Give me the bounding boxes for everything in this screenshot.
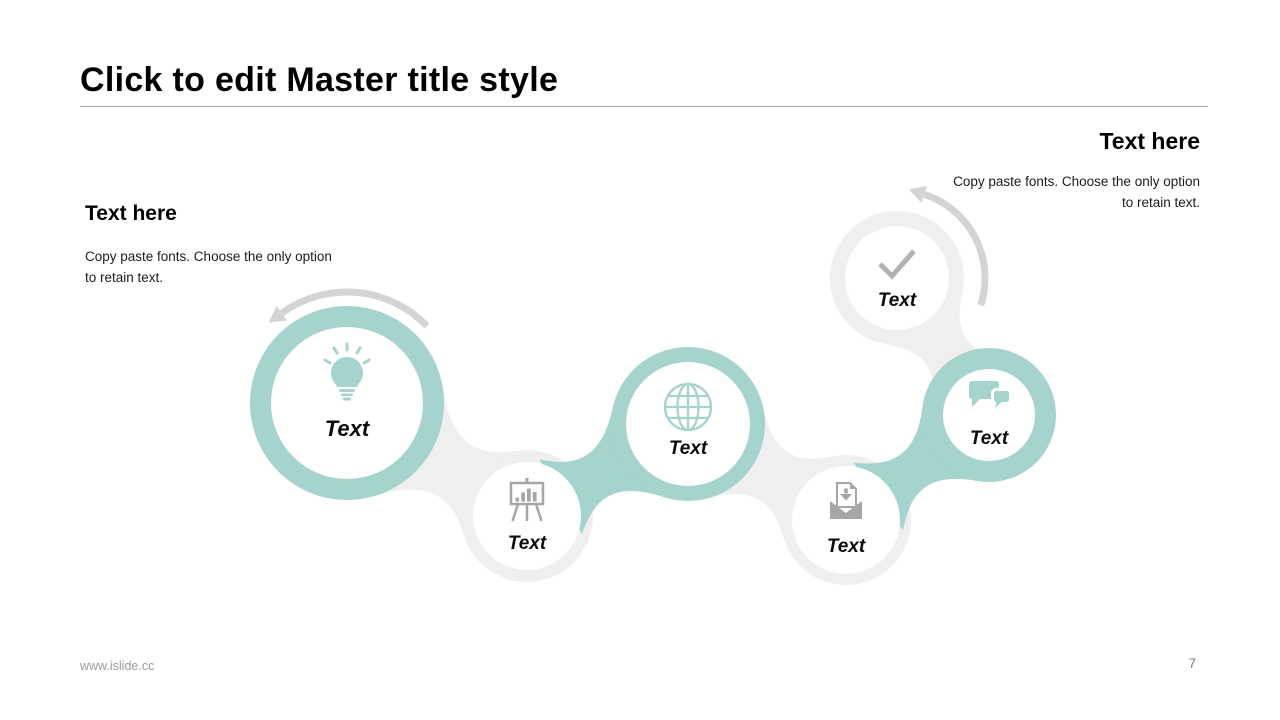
globe-icon	[663, 382, 713, 432]
node-label[interactable]: Text	[324, 416, 370, 441]
textblock-left-body-line2: to retain text.	[85, 270, 164, 286]
textblock-left[interactable]: Text here Copy paste fonts. Choose the o…	[85, 202, 385, 289]
node-inner-disc[interactable]	[271, 327, 423, 479]
presentation-chart-icon	[509, 478, 545, 522]
node-ring-teal[interactable]	[922, 348, 1056, 482]
title-divider-line	[80, 106, 1208, 107]
node-ring-gray[interactable]	[781, 455, 911, 585]
node-label[interactable]: Text	[877, 290, 917, 311]
connector-blob-teal	[539, 407, 664, 535]
textblock-right-body-line2: to retain text.	[1121, 195, 1200, 211]
open-envelope-icon	[830, 482, 862, 519]
node-ring-teal[interactable]	[611, 347, 765, 501]
lightbulb-icon	[323, 342, 371, 401]
node-label[interactable]: Text	[826, 536, 866, 557]
node-label[interactable]: Text	[668, 438, 708, 459]
node-inner-disc[interactable]	[845, 226, 949, 330]
chat-bubbles-icon	[969, 381, 1012, 411]
node-ring-teal[interactable]	[250, 306, 444, 500]
connector-blob-gray	[708, 408, 833, 538]
node-label[interactable]: Text	[507, 533, 547, 554]
connector-blob-gray	[375, 388, 518, 536]
node-inner-disc[interactable]	[626, 362, 750, 486]
textblock-right[interactable]: Text here Copy paste fonts. Choose the o…	[890, 128, 1200, 214]
connector-blob-teal	[853, 406, 978, 531]
rotate-arrow-top-left-icon	[268, 288, 430, 329]
textblock-right-heading: Text here	[1099, 128, 1200, 154]
footer-url[interactable]: www.islide.cc	[80, 659, 155, 673]
checkmark-icon	[878, 249, 916, 280]
textblock-right-body-line1: Copy paste fonts. Choose the only option	[953, 174, 1200, 189]
node-ring-gray[interactable]	[461, 450, 593, 582]
page-number: 7	[1188, 656, 1196, 671]
node-ring-gray[interactable]	[830, 211, 964, 345]
node-label[interactable]: Text	[969, 428, 1009, 449]
slide-title[interactable]: Click to edit Master title style	[80, 61, 559, 99]
textblock-left-heading: Text here	[85, 202, 177, 225]
textblock-left-body-line1: Copy paste fonts. Choose the only option	[85, 249, 332, 264]
